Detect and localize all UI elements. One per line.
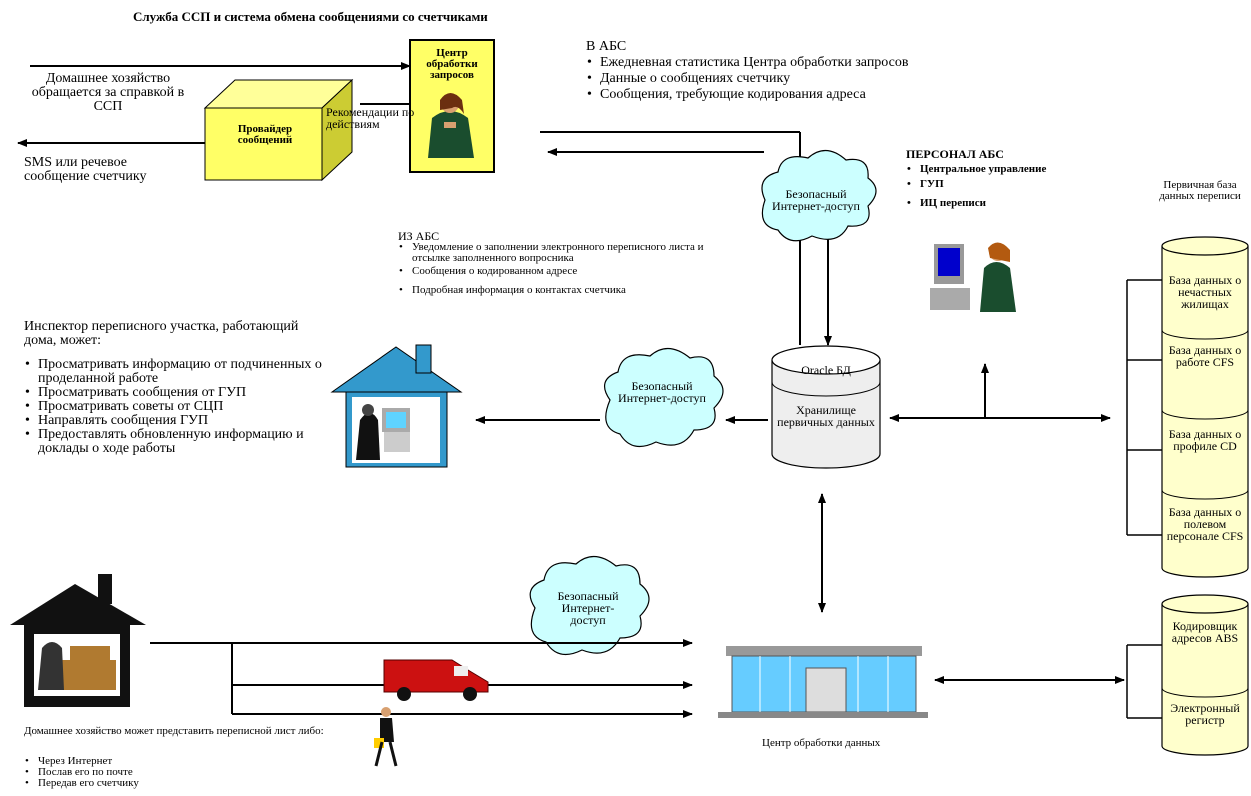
inspector-heading: Инспектор переписного участка, работающи… xyxy=(24,319,299,348)
primary-db-item: База данных о полевом персонале CFS xyxy=(1166,505,1244,543)
list-item: Сообщения о кодированном адресе xyxy=(398,266,712,278)
from-abs-heading: ИЗ АБС xyxy=(398,229,440,243)
list-item: Данные о сообщениях счетчику xyxy=(586,72,908,87)
primary-db-stack xyxy=(1161,236,1249,578)
cloud-shape-mid xyxy=(603,347,724,448)
cloud-mid-label: Безопасный Интернет-доступ xyxy=(618,379,706,405)
staff-computer-icon xyxy=(928,240,1024,320)
provider-label: Провайдер сообщений xyxy=(237,123,293,146)
list-item: Сообщения, требующие кодирования адреса xyxy=(586,88,908,103)
list-item: Просматривать сообщения от ГУП xyxy=(24,386,328,401)
oracle-body: Хранилище первичных данных xyxy=(777,403,875,429)
from-abs-list: Уведомление о заполнении электронного пе… xyxy=(398,242,712,297)
inspector-house xyxy=(330,344,463,468)
list-item: Послав его по почте xyxy=(24,767,139,779)
cloud-shape-bottom xyxy=(529,555,650,656)
sms-message-label: SMS или речевое сообщение счетчику xyxy=(24,155,147,184)
to-abs-list: Ежедневная статистика Центра обработки з… xyxy=(586,56,908,103)
primary-db-item: База данных о нечастных жилищах xyxy=(1168,273,1242,311)
list-item: Центральное управление xyxy=(906,164,1046,176)
list-item: Просматривать советы от СЦП xyxy=(24,400,328,415)
data-center-building xyxy=(718,646,928,718)
operator-icon xyxy=(428,93,474,158)
list-item: Уведомление о заполнении электронного пе… xyxy=(398,242,712,264)
household-submit-list: Через Интернет Послав его по почте Перед… xyxy=(24,756,139,790)
abs-staff-heading: ПЕРСОНАЛ АБС xyxy=(906,147,1004,161)
cloud-top-label: Безопасный Интернет-доступ xyxy=(772,187,860,213)
oracle-label: Oracle БД xyxy=(801,363,851,377)
inspector-list: Просматривать информацию от подчиненных … xyxy=(24,358,328,456)
list-item: ИЦ переписи xyxy=(906,198,1046,210)
enumerator-icon xyxy=(374,707,398,767)
oracle-cylinder xyxy=(771,345,881,469)
household-request-label: Домашнее хозяйство обращается за справко… xyxy=(31,71,185,114)
data-center-label: Центр обработки данных xyxy=(762,737,881,749)
list-item: Направлять сообщения ГУП xyxy=(24,414,328,429)
abs-staff-list: Центральное управление ГУП ИЦ переписи xyxy=(906,164,1046,210)
mail-van-icon xyxy=(383,659,489,701)
provider-box xyxy=(203,78,354,182)
list-item: Предоставлять обновленную информацию и д… xyxy=(24,428,328,456)
to-abs-heading: В АБС xyxy=(586,39,627,54)
diagram-title: Служба ССП и система обмена сообщениями … xyxy=(133,9,488,24)
recommendations-label: Рекомендации по действиям xyxy=(326,105,415,131)
list-item: Передав его счетчику xyxy=(24,778,139,790)
call-center-label: Центр обработки запросов xyxy=(426,47,478,81)
primary-db-item: База данных о работе CFS xyxy=(1168,343,1242,369)
list-item: Ежедневная статистика Центра обработки з… xyxy=(586,56,908,71)
primary-db-item: База данных о профиле CD xyxy=(1168,427,1242,453)
list-item: Просматривать информацию от подчиненных … xyxy=(24,358,328,386)
coder-db-item: Кодировщик адресов ABS xyxy=(1171,619,1239,645)
list-item: Через Интернет xyxy=(24,756,139,768)
list-item: Подробная информация о контактах счетчик… xyxy=(398,285,712,297)
coder-db-item: Электронный регистр xyxy=(1170,701,1240,727)
cloud-bottom-label: Безопасный Интернет-доступ xyxy=(557,589,619,627)
coder-db-stack xyxy=(1161,594,1249,756)
household-house xyxy=(10,574,146,707)
primary-db-heading: Первичная база данных переписи xyxy=(1159,179,1241,202)
household-submit-heading: Домашнее хозяйство может представить пер… xyxy=(24,725,324,737)
list-item: ГУП xyxy=(906,179,1046,191)
cloud-shape-top xyxy=(761,149,877,242)
